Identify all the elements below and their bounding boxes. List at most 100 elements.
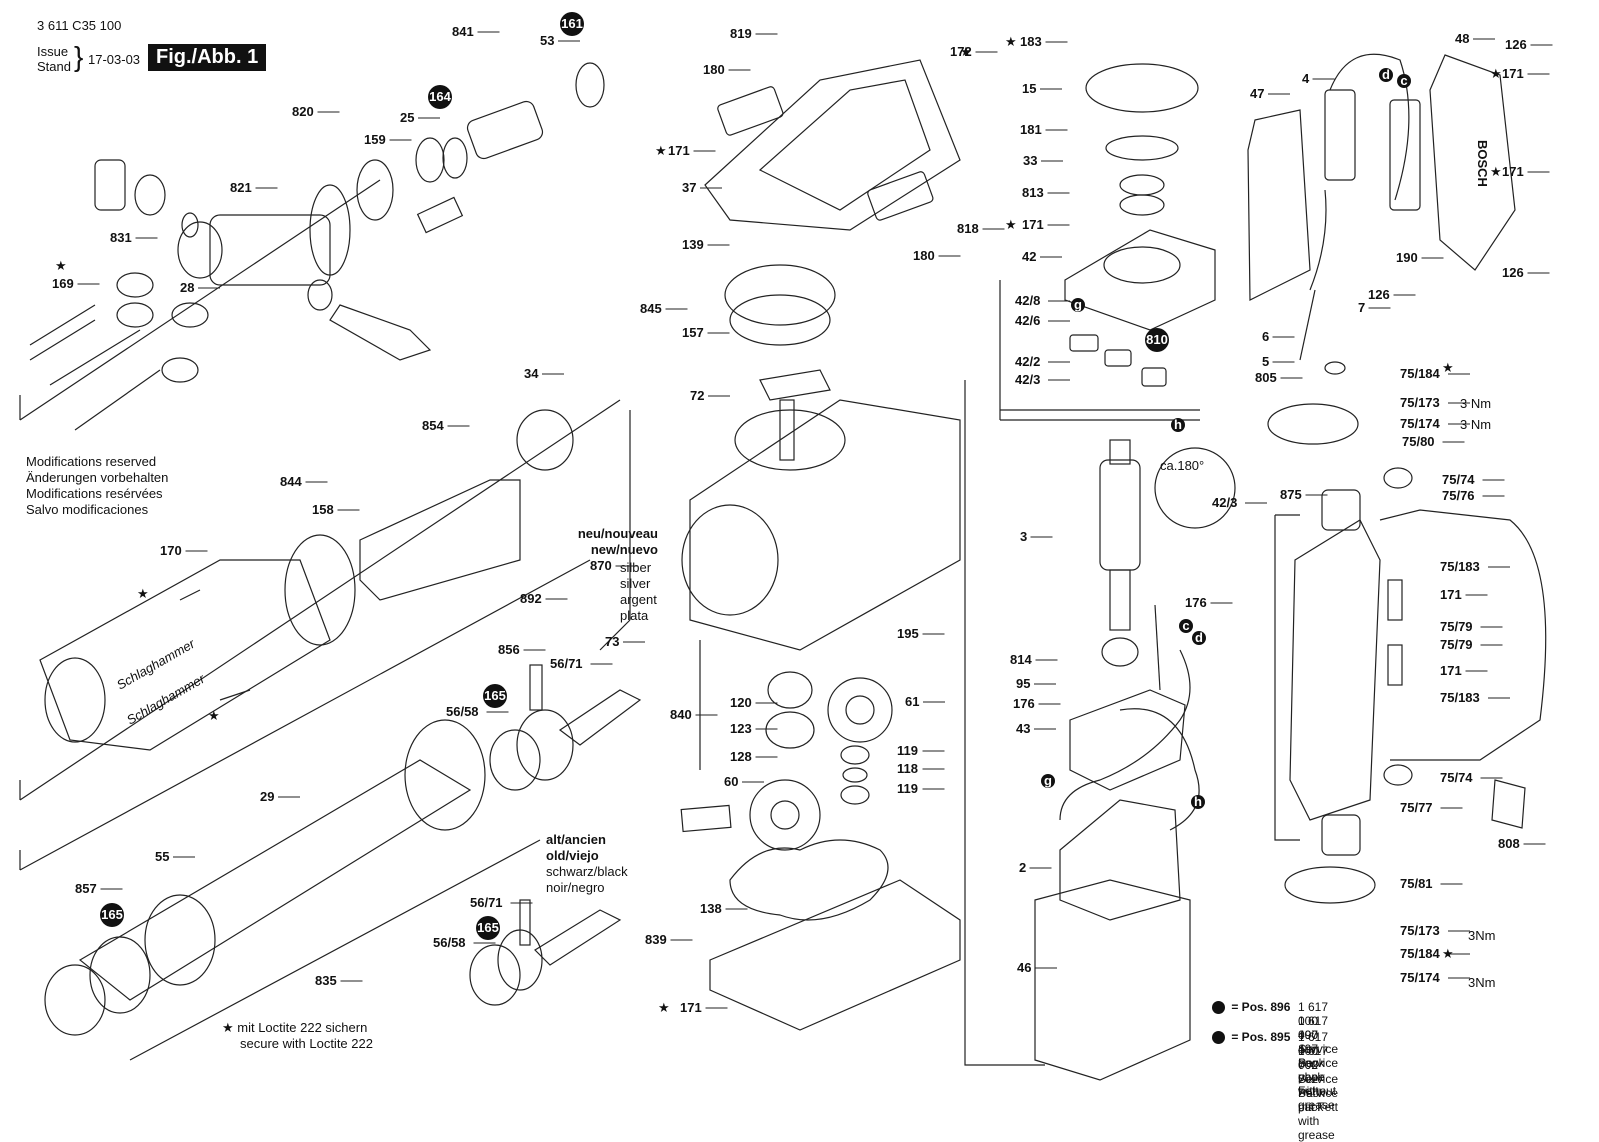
diagram-part-outline [516, 709, 574, 781]
diagram-part-outline [1383, 467, 1413, 489]
mod-line-es: Salvo modificaciones [26, 502, 149, 517]
diagram-part-outline [1103, 246, 1181, 284]
part-label: 72 [690, 388, 704, 403]
diagram-part-outline [867, 171, 934, 221]
part-label: 75/80 [1402, 434, 1435, 449]
diagram-part-outline [734, 409, 846, 471]
diagram-part-outline [1034, 879, 1191, 1081]
part-label: 29 [260, 789, 274, 804]
diagram-part-outline [749, 779, 821, 851]
diagram-part-outline [704, 59, 961, 231]
diagram-part-outline [469, 944, 521, 1006]
diagram-part-outline [359, 479, 521, 601]
diagram-part-outline [1289, 519, 1381, 821]
part-label: 808 [1498, 836, 1520, 851]
part-label: 183 [1020, 34, 1042, 49]
part-label: 47 [1250, 86, 1264, 101]
diagram-part-outline [39, 559, 331, 751]
mod-line-de-en: Modifications reserved [26, 454, 157, 469]
connector-letter: d [1382, 67, 1390, 82]
part-label: 118 [897, 761, 918, 776]
part-label: 180 [703, 62, 725, 77]
part-label: 119 [897, 743, 918, 758]
brand-logo-text: BOSCH [1475, 140, 1490, 187]
diagram-part-outline [1284, 866, 1376, 904]
torque-label: 3Nm [1468, 975, 1495, 990]
badge-label: 161 [561, 16, 583, 31]
diagram-part-outline [1247, 109, 1311, 301]
part-label: 42/3 [1015, 372, 1040, 387]
diagram-part-outline [356, 159, 394, 221]
diagram-part-outline [689, 399, 961, 651]
part-label: 126 [1368, 287, 1390, 302]
diagram-part-outline [489, 729, 541, 791]
diagram-part-outline [171, 302, 209, 328]
part-label: 75/183 [1440, 559, 1480, 574]
part-label: 835 [315, 973, 337, 988]
new-label: neu/nouveau new/nuevo [577, 526, 658, 557]
badge-label: 165 [484, 688, 506, 703]
part-label: 128 [730, 749, 752, 764]
diagram-part-outline [1109, 439, 1131, 465]
torque-label: 3 Nm [1460, 396, 1491, 411]
stand-label: Stand [37, 59, 71, 74]
diagram-part-outline [1324, 361, 1346, 375]
mod-line-fr: Modifications resérvées [26, 486, 163, 501]
part-label: 33 [1023, 153, 1037, 168]
diagram-part-outline [681, 504, 779, 616]
diagram-part-outline [840, 745, 870, 765]
part-label: 75/81 [1400, 876, 1433, 891]
diagram-part-outline [1069, 689, 1186, 791]
part-label: 844 [280, 474, 302, 489]
part-label: 34 [524, 366, 539, 381]
part-label: 53 [540, 33, 554, 48]
part-label: 73 [605, 634, 619, 649]
diagram-part-outline [1059, 649, 1200, 831]
diagram-part-outline [680, 804, 732, 833]
part-label: 171 [1440, 663, 1462, 678]
connector-letter-marker [1191, 795, 1205, 809]
part-label: 169 [52, 276, 74, 291]
part-label: 95 [1016, 676, 1030, 691]
part-label: 820 [292, 104, 314, 119]
diagram-part-outline [466, 100, 544, 160]
part-label: 123 [730, 721, 752, 736]
part-label: 190 [1396, 250, 1418, 265]
connector-letter: c [1400, 73, 1407, 88]
part-label: 841 [452, 24, 474, 39]
diagram-part-outline [1429, 54, 1516, 271]
diagram-part-outline [1491, 779, 1526, 829]
diagram-part-outline [770, 800, 800, 830]
connector-letter-marker [1171, 418, 1185, 432]
diagram-part-outline [78, 759, 472, 1001]
diagram-part-outline [558, 689, 642, 746]
part-label: 172 [950, 44, 972, 59]
part-label: 75/79 [1440, 637, 1473, 652]
part-label: 42/2 [1015, 354, 1040, 369]
exploded-parts-diagram: 8191801723781818017184513915772195840120… [19, 12, 1553, 1081]
diagram-part-outline [179, 589, 251, 701]
diagram-part-outline [29, 304, 161, 431]
diagram-part-outline [1064, 229, 1216, 331]
star-marker: ★ [137, 586, 149, 601]
diagram-part-outline [827, 677, 893, 743]
diagram-part-outline [1069, 334, 1099, 352]
circled-badge [476, 916, 500, 940]
diagram-part-outline [717, 86, 784, 136]
part-label: 75/174 [1400, 416, 1441, 431]
part-number-labels: 8191801723781818017184513915772195840120… [52, 24, 1527, 1015]
diagram-part-outline [840, 785, 870, 805]
star-marker: ★ [658, 1000, 670, 1015]
diagram-part-outline [1105, 135, 1179, 161]
diagram-part-outline [329, 304, 432, 361]
part-label: 176 [1185, 595, 1207, 610]
part-label: 870 [590, 558, 612, 573]
part-label: 56/58 [446, 704, 479, 719]
diagram-part-outline [779, 399, 795, 461]
part-label: 138 [700, 901, 722, 916]
diagram-part-outline [759, 369, 831, 401]
part-label: 875 [1280, 487, 1302, 502]
diagram-part-outline [699, 280, 1300, 1066]
diagram-part-outline [19, 179, 631, 1061]
